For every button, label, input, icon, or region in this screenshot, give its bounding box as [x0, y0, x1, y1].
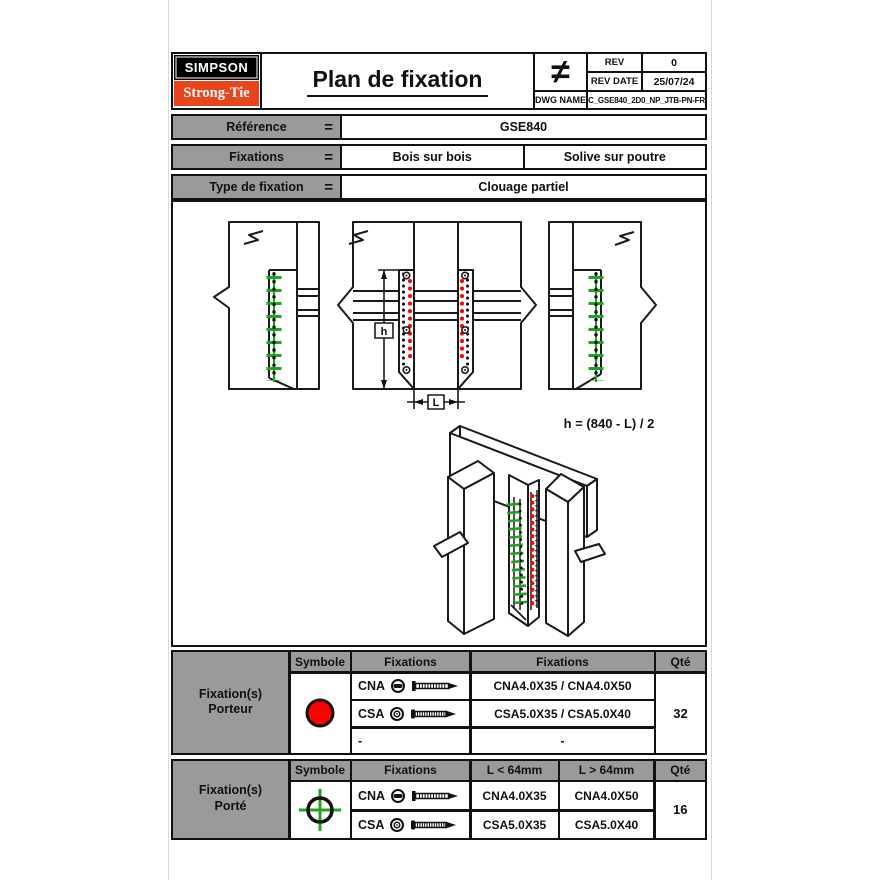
- header-qty: Qté: [656, 652, 705, 671]
- break-squiggle-icon: [614, 231, 635, 246]
- porte-label-line2: Porté: [214, 799, 247, 813]
- front-view-center: h L: [337, 221, 537, 410]
- dimension-l: L: [407, 389, 465, 410]
- porteur-empty-row-fixation: -: [352, 728, 469, 753]
- header-l-less: L < 64mm: [471, 760, 558, 780]
- drawing-area: h L: [171, 200, 707, 647]
- logo: SIMPSON Strong-Tie: [173, 54, 262, 108]
- dim-l-label: L: [433, 397, 440, 409]
- break-cut-left: [433, 531, 469, 558]
- porteur-cna-names: CNA4.0X35 / CNA4.0X50: [471, 673, 654, 699]
- dwg-name-label: DWG NAME: [535, 92, 586, 108]
- porteur-fixations-table: Fixation(s) Porteur Symbole Fixations Fi…: [171, 650, 707, 755]
- rev-label: REV: [588, 54, 641, 71]
- header-symbole: Symbole: [290, 760, 350, 780]
- header-symbole: Symbole: [290, 652, 350, 671]
- reference-label-text: Référence: [226, 120, 287, 134]
- fixations-value-left: Bois sur bois: [342, 146, 525, 168]
- not-equal-icon: ≠: [535, 54, 586, 90]
- porteur-label-line2: Porteur: [208, 702, 253, 717]
- isometric-view: [433, 425, 606, 637]
- porteur-csa-row-fixation: CSA: [352, 701, 469, 726]
- page-title: Plan de fixation: [306, 66, 489, 97]
- csa-screw-icon: [390, 706, 457, 721]
- sheet-title: Plan de fixation: [262, 54, 533, 108]
- red-circle-symbol-icon: [305, 698, 335, 728]
- technical-drawing: h L: [213, 221, 657, 637]
- sheet-content: SIMPSON Strong-Tie Plan de fixation ≠ RE…: [171, 52, 707, 840]
- porte-qty-value: 16: [655, 782, 705, 838]
- cna-nail-icon: [391, 679, 459, 693]
- porte-csa-long: CSA5.0X40: [560, 811, 653, 838]
- height-formula: h = (840 - L) / 2: [564, 416, 655, 431]
- logo-simpson: SIMPSON: [174, 55, 259, 80]
- porte-symbol-cell: [290, 782, 350, 838]
- porte-cna-long: CNA4.0X50: [560, 782, 653, 809]
- equals-icon: =: [324, 178, 333, 196]
- header-fixations-names: Fixations: [471, 652, 654, 671]
- break-cut-right: [574, 543, 606, 563]
- equals-icon: =: [324, 148, 333, 166]
- crosshair-symbol-icon: [299, 788, 341, 831]
- header-l-greater: L > 64mm: [560, 760, 653, 780]
- cna-code: CNA: [358, 788, 386, 803]
- porteur-cna-row-fixation: CNA: [352, 673, 469, 699]
- fixations-value-right: Solive sur poutre: [524, 146, 705, 168]
- porteur-row-label: Fixation(s) Porteur: [173, 652, 288, 753]
- dwg-name-value: C_GSE840_2D0_NP_JTB-PN-FR: [588, 92, 705, 108]
- porte-csa-row-fixation: CSA: [352, 811, 469, 838]
- header-qty: Qté: [655, 760, 705, 780]
- cna-nail-icon: [391, 788, 459, 803]
- break-squiggle-icon: [243, 230, 264, 245]
- dash: -: [358, 733, 363, 748]
- page-edge-left: [168, 0, 169, 880]
- porteur-empty-names: -: [471, 728, 654, 753]
- fixations-label-text: Fixations: [229, 150, 284, 164]
- porteur-symbol-cell: [290, 673, 350, 753]
- dim-h-label: h: [381, 326, 388, 338]
- equals-icon: =: [324, 118, 333, 136]
- fixations-row: Fixations = Bois sur bois Solive sur pou…: [171, 144, 707, 170]
- porte-cna-short: CNA4.0X35: [471, 782, 558, 809]
- fixation-type-value: Clouage partiel: [342, 176, 705, 198]
- csa-screw-icon: [390, 817, 457, 832]
- logo-strongtie: Strong-Tie: [174, 81, 259, 106]
- porte-csa-short: CSA5.0X35: [471, 811, 558, 838]
- porte-cna-row-fixation: CNA: [352, 782, 469, 809]
- revision-block: ≠ REV 0 REV DATE 25/07/24 DWG NAME C_GSE…: [533, 54, 705, 108]
- green-nail-marks-3d: [506, 502, 528, 606]
- reference-value: GSE840: [342, 116, 705, 138]
- title-block: SIMPSON Strong-Tie Plan de fixation ≠ RE…: [171, 52, 707, 110]
- header-fixations-icons: Fixations: [352, 652, 469, 671]
- csa-code: CSA: [358, 817, 385, 832]
- rev-date-label: REV DATE: [588, 73, 641, 90]
- dimension-h: h: [374, 269, 399, 389]
- fixations-label: Fixations =: [173, 146, 342, 168]
- cna-code: CNA: [358, 679, 386, 693]
- reference-row: Référence = GSE840: [171, 114, 707, 140]
- reference-label: Référence =: [173, 116, 342, 138]
- porteur-qty-value: 32: [656, 673, 705, 753]
- fixation-type-label: Type de fixation =: [173, 176, 342, 198]
- page-edge-right: [711, 0, 712, 880]
- porte-label-line1: Fixation(s): [198, 783, 263, 798]
- rev-value: 0: [643, 54, 705, 71]
- porteur-csa-names: CSA5.0X35 / CSA5.0X40: [471, 701, 654, 726]
- csa-code: CSA: [358, 706, 385, 721]
- porte-fixations-table: Fixation(s) Porté Symbole Fixations L < …: [171, 758, 707, 840]
- side-view-left: [213, 221, 320, 390]
- header-fixations: Fixations: [352, 760, 469, 780]
- fixation-type-label-text: Type de fixation: [209, 180, 304, 194]
- porteur-label-line1: Fixation(s): [198, 686, 263, 701]
- rev-date-value: 25/07/24: [643, 73, 705, 90]
- porte-row-label: Fixation(s) Porté: [173, 760, 288, 838]
- fixation-type-row: Type de fixation = Clouage partiel: [171, 174, 707, 200]
- side-view-right: [548, 221, 657, 390]
- break-squiggle-icon: [348, 230, 369, 245]
